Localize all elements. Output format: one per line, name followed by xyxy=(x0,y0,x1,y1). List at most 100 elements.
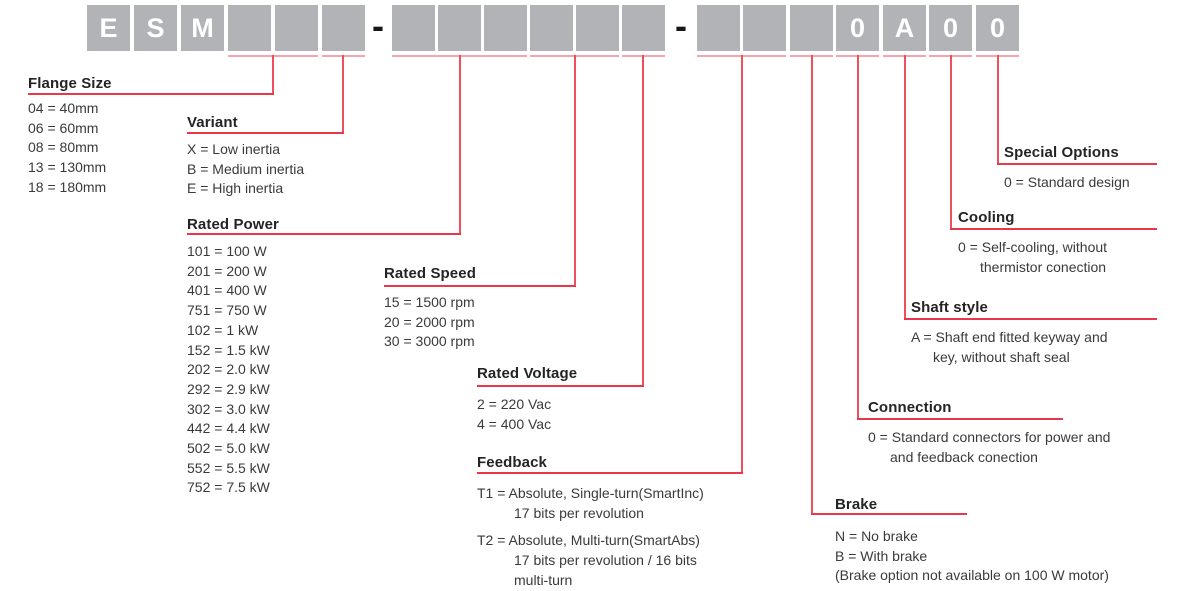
spec-item: 06 = 60mm xyxy=(28,119,99,136)
spec-item: 0 = Standard connectors for power and xyxy=(868,429,1111,445)
section-rated-voltage: Rated Voltage 2 = 220 Vac 4 = 400 Vac xyxy=(477,364,577,434)
voltage-connector-line xyxy=(642,55,644,385)
spec-item: (Brake option not available on 100 W mot… xyxy=(835,567,1109,584)
section-rated-speed: Rated Speed 15 = 1500 rpm 20 = 2000 rpm … xyxy=(384,264,476,352)
spec-item: B = Medium inertia xyxy=(187,160,305,177)
spec-item: B = With brake xyxy=(835,547,928,564)
section-connection: Connection 0 = Standard connectors for p… xyxy=(868,398,1110,467)
rated-speed-title: Rated Speed xyxy=(384,265,476,282)
rated-voltage-items: 2 = 220 Vac 4 = 400 Vac xyxy=(477,395,577,434)
spec-item: 13 = 130mm xyxy=(28,159,107,176)
variant-underline xyxy=(187,132,344,134)
rated-power-items: 101 = 100 W 201 = 200 W 401 = 400 W 751 … xyxy=(187,242,279,498)
special-options-items: 0 = Standard design xyxy=(1004,173,1130,193)
feedback-title: Feedback xyxy=(477,454,547,471)
feedback-underline xyxy=(477,472,743,474)
box-connection: 0 xyxy=(836,5,879,51)
spec-item: 751 = 750 W xyxy=(187,302,267,319)
cooling-title: Cooling xyxy=(958,209,1015,226)
spec-item: and feedback conection xyxy=(890,448,1038,465)
section-cooling: Cooling 0 = Self-cooling, without thermi… xyxy=(958,208,1107,277)
spec-item: 2 = 220 Vac xyxy=(477,396,552,412)
shaft-connector-line xyxy=(904,55,906,318)
spec-item: 04 = 40mm xyxy=(28,100,99,116)
section-brake: Brake N = No brake B = With brake (Brake… xyxy=(835,495,1109,586)
rated-voltage-title: Rated Voltage xyxy=(477,365,578,382)
box-shaft: A xyxy=(883,5,926,51)
box-prefix-e: E xyxy=(87,5,130,51)
box-speed-2 xyxy=(576,5,619,51)
box-flange-2 xyxy=(275,5,318,51)
special-connector-line xyxy=(997,55,999,163)
spec-item: 15 = 1500 rpm xyxy=(384,294,475,310)
flange-size-items: 04 = 40mm 06 = 60mm 08 = 80mm 13 = 130mm… xyxy=(28,99,112,198)
spec-item: 502 = 5.0 kW xyxy=(187,440,270,457)
spec-item: 0 = Self-cooling, without xyxy=(958,239,1108,255)
box-prefix-m: M xyxy=(181,5,224,51)
connection-title: Connection xyxy=(868,399,952,416)
spec-item: 442 = 4.4 kW xyxy=(187,420,270,437)
spec-item: 302 = 3.0 kW xyxy=(187,400,270,417)
spec-item: thermistor conection xyxy=(980,258,1107,275)
box-variant xyxy=(322,5,365,51)
box-feedback-1 xyxy=(697,5,740,51)
spec-item: 102 = 1 kW xyxy=(187,321,259,338)
spec-item: T2 = Absolute, Multi-turn(SmartAbs) xyxy=(477,532,700,549)
rated-power-title: Rated Power xyxy=(187,216,279,233)
spec-item: 0 = Standard design xyxy=(1004,174,1130,190)
spec-item: 30 = 3000 rpm xyxy=(384,333,475,350)
brake-items: N = No brake B = With brake (Brake optio… xyxy=(835,527,1109,586)
power-connector-line xyxy=(459,55,461,233)
flange-size-title: Flange Size xyxy=(28,75,112,92)
box-voltage xyxy=(622,5,665,51)
shaft-underline xyxy=(904,318,1157,320)
spec-item: 201 = 200 W xyxy=(187,262,267,279)
variant-connector-line xyxy=(342,55,344,132)
spec-item: 152 = 1.5 kW xyxy=(187,341,270,358)
box-speed-1 xyxy=(530,5,573,51)
brake-underline xyxy=(811,513,967,515)
shaft-style-items: A = Shaft end fitted keyway and key, wit… xyxy=(911,328,1108,367)
section-special-options: Special Options 0 = Standard design xyxy=(1004,143,1130,193)
shaft-style-title: Shaft style xyxy=(911,299,988,316)
special-options-title: Special Options xyxy=(1004,144,1119,161)
box-feedback-2 xyxy=(743,5,786,51)
cooling-underline xyxy=(950,228,1157,230)
flange-connector-line xyxy=(272,55,274,93)
variant-items: X = Low inertia B = Medium inertia E = H… xyxy=(187,140,304,199)
spec-item: 18 = 180mm xyxy=(28,178,107,195)
spec-item: 752 = 7.5 kW xyxy=(187,479,270,496)
spec-item: 202 = 2.0 kW xyxy=(187,361,270,378)
code-separator-icon: - xyxy=(675,5,687,46)
variant-title: Variant xyxy=(187,114,238,131)
spec-item: 20 = 2000 rpm xyxy=(384,313,475,330)
section-variant: Variant X = Low inertia B = Medium inert… xyxy=(187,113,304,199)
connection-underline xyxy=(857,418,1063,420)
code-separator-icon: - xyxy=(372,5,384,46)
spec-item: T1 = Absolute, Single-turn(SmartInc) xyxy=(477,485,704,501)
spec-item: 552 = 5.5 kW xyxy=(187,459,270,476)
box-special: 0 xyxy=(976,5,1019,51)
power-underline xyxy=(187,233,461,235)
feedback-connector-line xyxy=(741,55,743,472)
connection-connector-line xyxy=(857,55,859,418)
spec-item: 17 bits per revolution / 16 bits xyxy=(514,552,697,569)
section-rated-power: Rated Power 101 = 100 W 201 = 200 W 401 … xyxy=(187,215,279,498)
box-prefix-s: S xyxy=(134,5,177,51)
box-cooling: 0 xyxy=(929,5,972,51)
section-feedback: Feedback T1 = Absolute, Single-turn(Smar… xyxy=(477,453,704,591)
spec-item: key, without shaft seal xyxy=(933,348,1070,365)
speed-underline xyxy=(384,285,576,287)
cooling-connector-line xyxy=(950,55,952,228)
box-power-2 xyxy=(438,5,481,51)
brake-connector-line xyxy=(811,55,813,513)
box-flange-1 xyxy=(228,5,271,51)
spec-item: E = High inertia xyxy=(187,180,284,197)
connection-items: 0 = Standard connectors for power and an… xyxy=(868,428,1110,467)
special-underline xyxy=(997,163,1157,165)
spec-item: 08 = 80mm xyxy=(28,139,99,156)
spec-item: 101 = 100 W xyxy=(187,243,267,259)
spec-item: A = Shaft end fitted keyway and xyxy=(911,329,1108,345)
spec-item: 401 = 400 W xyxy=(187,282,267,299)
